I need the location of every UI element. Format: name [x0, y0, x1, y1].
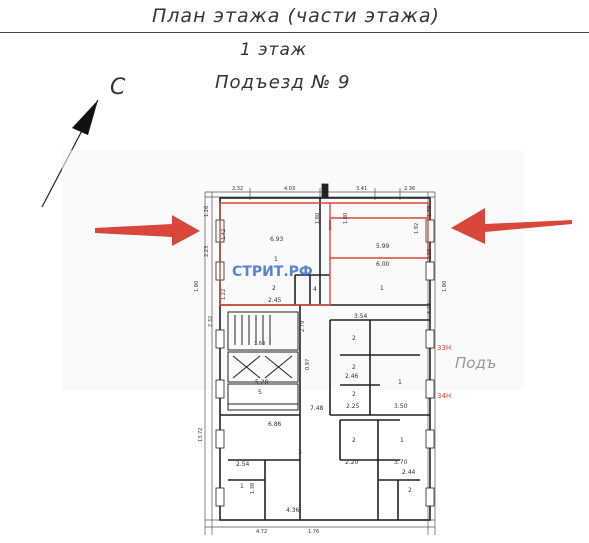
- room-15-number: 1: [240, 483, 244, 490]
- room-8-number: 1: [398, 379, 402, 386]
- dim-left-2: 2.23: [204, 246, 210, 257]
- dim-misc-10: 1.92: [414, 223, 420, 234]
- room-17-dim: 4.36: [286, 507, 300, 514]
- room-4-dim: 2.45: [268, 297, 282, 304]
- pointer-arrows: [95, 208, 572, 246]
- room-13-number: 2: [352, 437, 356, 444]
- room-4-number: 2: [272, 285, 276, 292]
- room-7-dim: 2.46: [345, 373, 359, 380]
- dim-right-4: 6.40: [427, 303, 433, 314]
- highlighted-premises: [219, 202, 429, 306]
- room-3-area: 6.00: [376, 261, 390, 268]
- room-14-number: 1: [400, 437, 404, 444]
- dim-misc-5: 1.68: [254, 341, 265, 347]
- room-16-number: 2: [408, 487, 412, 494]
- dim-misc-2: 1.22: [221, 289, 227, 300]
- room-2-area: 5.99: [376, 243, 390, 250]
- room-8-dim: 3.50: [394, 403, 408, 410]
- room-10-dim: 5.28: [255, 379, 269, 386]
- dim-misc-8: 1.80: [315, 213, 321, 224]
- dim-misc-9: 1.80: [343, 213, 349, 224]
- dim-misc-7: 13.72: [198, 428, 204, 442]
- dim-misc-1: 1.42: [221, 229, 227, 240]
- dim-top-3: 3.41: [356, 186, 367, 192]
- dim-misc-6: 2.79: [300, 321, 306, 332]
- room-11-dim: 7.48: [310, 405, 324, 412]
- premise-33-label: 33Н: [437, 344, 451, 352]
- room-3-number: 1: [380, 285, 384, 292]
- dim-bottom-1: 4.72: [256, 529, 267, 535]
- dim-left-1: 1.26: [204, 206, 210, 217]
- plan-title: План этажа (части этажа): [152, 5, 440, 27]
- room-12-dim: 6.86: [268, 421, 282, 428]
- north-label: С: [110, 75, 126, 100]
- dim-top-4: 2.36: [404, 186, 415, 192]
- right-pointer-arrow-icon: [451, 208, 572, 244]
- dim-top-1: 2.32: [232, 186, 243, 192]
- room-9-dim: 2.25: [346, 403, 360, 410]
- dim-right-3: 1.80: [442, 281, 448, 292]
- stair-core: [227, 311, 299, 411]
- entrance-label: Подъезд № 9: [215, 72, 351, 93]
- left-pointer-arrow-icon: [95, 215, 200, 246]
- room-9-number: 2: [352, 391, 356, 398]
- watermark: СТРИТ.РФ: [232, 264, 313, 280]
- dim-misc-11: 1.38: [250, 483, 256, 494]
- room-1-number: 1: [274, 256, 278, 263]
- dim-right-1: 1.79: [427, 206, 433, 217]
- dim-bottom-2: 1.76: [308, 529, 319, 535]
- room-10-number: 5: [258, 389, 262, 396]
- premise-34-label: 34Н: [437, 392, 451, 400]
- room-6-dim: 3.54: [354, 313, 368, 320]
- room-16-dim: 2.44: [402, 469, 416, 476]
- dim-misc-4: 0.97: [305, 359, 311, 370]
- room-6-number: 2: [352, 335, 356, 342]
- neighbor-entrance-label: Подъ: [455, 354, 496, 372]
- floor-label: 1 этаж: [240, 40, 308, 60]
- room-5-number: 4: [313, 286, 317, 293]
- dim-right-2: 2.23: [427, 249, 433, 260]
- room-13-dim: 2.20: [345, 459, 359, 466]
- dim-top-2: 4.03: [284, 186, 295, 192]
- room-15-dim: 2.54: [236, 461, 250, 468]
- room-1-area: 6.93: [270, 236, 284, 243]
- title-underline: [0, 32, 589, 33]
- room-12-number: 3: [298, 449, 302, 456]
- room-7-number: 2: [352, 364, 356, 371]
- room-14-dim: 3.70: [394, 459, 408, 466]
- dim-left-3: 1.80: [194, 281, 200, 292]
- dim-misc-3: 2.32: [208, 316, 214, 327]
